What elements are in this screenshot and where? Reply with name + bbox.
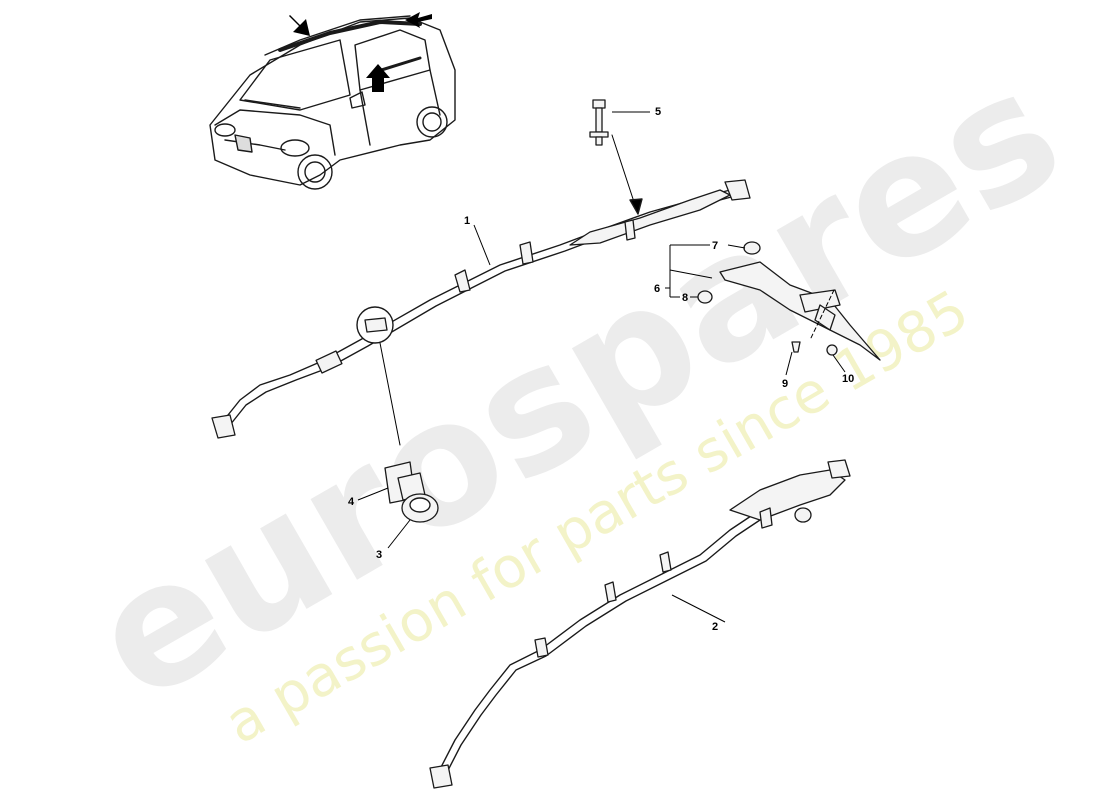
- car-overview-illustration: [209, 15, 456, 190]
- callout-9: 9: [782, 378, 788, 390]
- detail-circle: [356, 306, 401, 446]
- callout-7: 7: [712, 240, 718, 252]
- clip-assembly[interactable]: [384, 461, 439, 523]
- callout-8: 8: [682, 292, 688, 304]
- callout-5: 5: [655, 106, 661, 118]
- callout-4: 4: [348, 496, 355, 508]
- callout-3: 3: [376, 549, 382, 561]
- curtain-airbag-right[interactable]: [429, 459, 851, 789]
- bracket-assembly[interactable]: [697, 241, 881, 361]
- curtain-airbag-left[interactable]: [211, 179, 751, 439]
- callout-6: 6: [654, 283, 660, 295]
- bolt[interactable]: [589, 99, 643, 215]
- callout-10: 10: [842, 373, 854, 385]
- callout-labels: 1 2 3 4 5 6 7 8 9 10: [348, 106, 854, 633]
- callout-1: 1: [464, 215, 470, 227]
- callout-2: 2: [712, 621, 718, 633]
- car-callout-arrows: [289, 12, 432, 92]
- leader-lines: [357, 111, 846, 623]
